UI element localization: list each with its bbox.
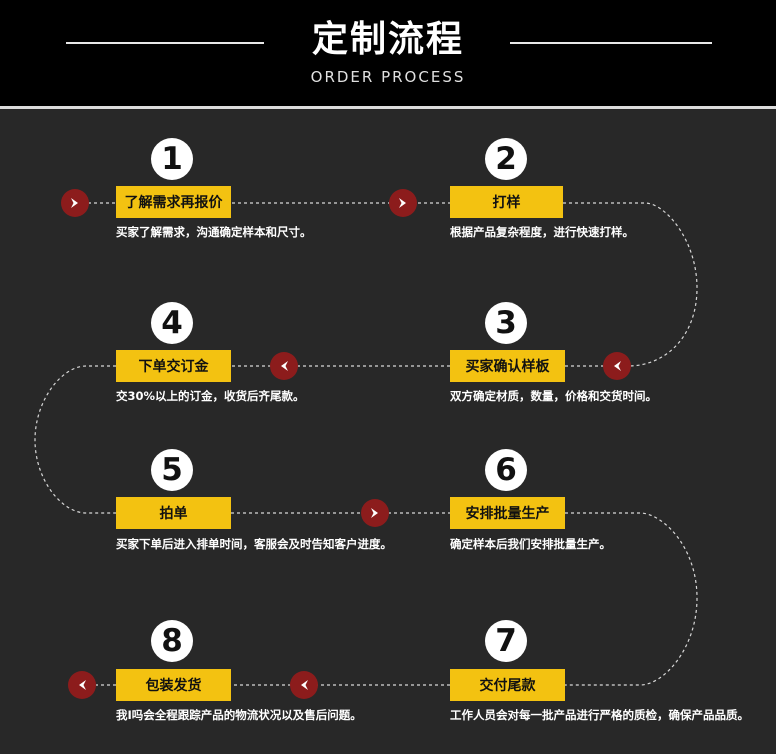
step-desc-2: 根据产品复杂程度，进行快速打样。 xyxy=(450,225,634,239)
chevron-right-icon xyxy=(389,189,417,217)
step-desc-7: 工作人员会对每一批产品进行严格的质检，确保产品品质。 xyxy=(450,708,749,722)
connector-curve-6-7 xyxy=(565,512,698,686)
header-line-right xyxy=(510,42,712,44)
page-subtitle: ORDER PROCESS xyxy=(310,68,466,86)
step-desc-1: 买家了解需求，沟通确定样本和尺寸。 xyxy=(116,225,312,239)
chevron-left-icon xyxy=(290,671,318,699)
header-divider xyxy=(0,106,776,109)
step-label-2: 打样 xyxy=(450,186,563,218)
step-number-1: 1 xyxy=(151,138,193,180)
step-label-8: 包装发货 xyxy=(116,669,231,701)
step-label-4: 下单交订金 xyxy=(116,350,231,382)
chevron-right-icon xyxy=(61,189,89,217)
chevron-left-icon xyxy=(68,671,96,699)
step-desc-4: 交30%以上的订金，收货后齐尾款。 xyxy=(116,389,305,403)
step-label-6: 安排批量生产 xyxy=(450,497,565,529)
step-number-6: 6 xyxy=(485,449,527,491)
step-number-4: 4 xyxy=(151,302,193,344)
step-label-5: 拍单 xyxy=(116,497,231,529)
step-number-2: 2 xyxy=(485,138,527,180)
chevron-right-icon xyxy=(361,499,389,527)
connector-curve-2-3 xyxy=(563,202,698,367)
step-desc-5: 买家下单后进入排单时间，客服会及时告知客户进度。 xyxy=(116,537,392,551)
step-number-3: 3 xyxy=(485,302,527,344)
page-title: 定制流程 xyxy=(311,19,464,60)
step-desc-6: 确定样本后我们安排批量生产。 xyxy=(450,537,611,551)
step-number-8: 8 xyxy=(151,620,193,662)
step-desc-8: 我I吗会全程跟踪产品的物流状况以及售后问题。 xyxy=(116,708,362,722)
step-label-3: 买家确认样板 xyxy=(450,350,565,382)
step-desc-3: 双方确定材质，数量，价格和交货时间。 xyxy=(450,389,657,403)
step-label-1: 了解需求再报价 xyxy=(116,186,231,218)
step-number-5: 5 xyxy=(151,449,193,491)
step-number-7: 7 xyxy=(485,620,527,662)
step-label-7: 交付尾款 xyxy=(450,669,565,701)
header-band: 定制流程 ORDER PROCESS xyxy=(0,0,776,106)
chevron-left-icon xyxy=(270,352,298,380)
connector-curve-4-5 xyxy=(34,365,116,514)
header-line-left xyxy=(66,42,264,44)
chevron-left-icon xyxy=(603,352,631,380)
